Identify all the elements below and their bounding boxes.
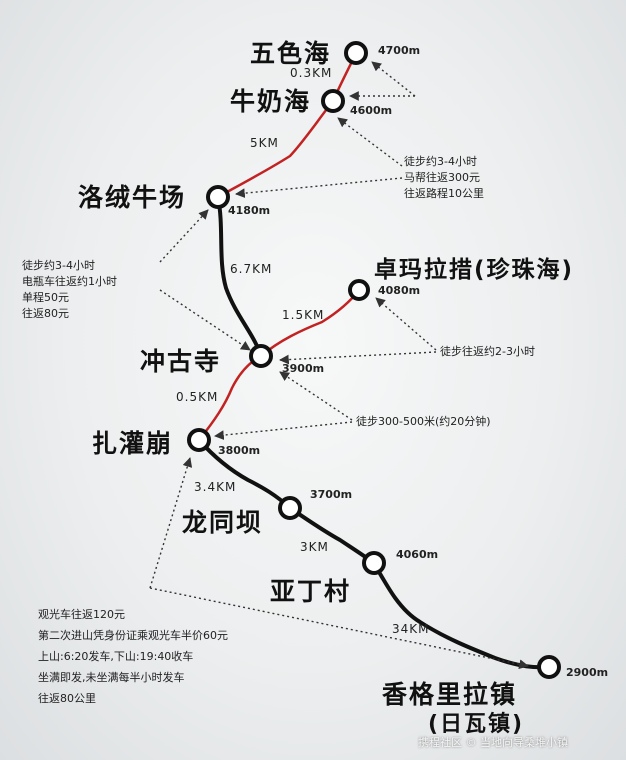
note-line: 单程50元 [22, 291, 69, 304]
altitude-niunaihai: 4600m [350, 104, 393, 117]
node-luorong [206, 185, 230, 209]
node-wusehai [344, 41, 368, 65]
altitude-zhuoma: 4080m [378, 284, 421, 297]
altitude-longtong: 3700m [310, 488, 353, 501]
note-line: 往返路程10公里 [404, 187, 484, 200]
note-line: 徒步往返约2-3小时 [440, 345, 535, 358]
node-niunaihai [321, 89, 345, 113]
place-niunaihai: 牛奶海 [230, 87, 312, 116]
altitude-yading: 4060m [396, 548, 439, 561]
altitude-xianggelila: 2900m [566, 666, 609, 679]
node-zhuoma [348, 279, 370, 301]
altitude-chonggu: 3900m [282, 362, 325, 375]
altitude-wusehai: 4700m [378, 44, 421, 57]
distance-zhaguan-chonggu: 0.5KM [176, 390, 219, 404]
altitude-luorong: 4180m [228, 204, 271, 217]
note-line: 马帮往返300元 [404, 171, 480, 184]
note-battery-car: 徒步约3-4小时 电瓶车往返约1小时 单程50元 往返80元 [22, 258, 117, 322]
distance-chonggu-zhuoma: 1.5KM [282, 308, 325, 322]
node-longtong [278, 496, 302, 520]
annotation-arrows [149, 61, 529, 670]
note-luorong-trek: 徒步约3-4小时 马帮往返300元 往返路程10公里 [404, 154, 484, 202]
note-chonggu-trek: 徒步300-500米(约20分钟) [356, 414, 491, 430]
route-yading-xianggelila [372, 561, 551, 670]
distance-yading-xianggelila: 34KM [392, 622, 430, 636]
note-line: 徒步约3-4小时 [404, 155, 477, 168]
place-longtong: 龙同坝 [182, 508, 264, 537]
place-chonggu: 冲古寺 [140, 347, 222, 376]
distance-luorong-chonggu: 6.7KM [230, 262, 273, 276]
note-line: 第二次进山凭身份证乘观光车半价60元 [38, 629, 228, 642]
trail-chonggu-zhuoma [260, 289, 360, 357]
note-line: 徒步300-500米(约20分钟) [356, 415, 491, 428]
node-xianggelila [537, 655, 561, 679]
node-zhaguan [187, 428, 211, 452]
route-zhaguan-longtong [197, 438, 292, 510]
node-yading [362, 551, 386, 575]
route-luorong-chonggu [216, 195, 263, 358]
note-zhuoma-trek: 徒步往返约2-3小时 [440, 344, 535, 360]
place-riwa: (日瓦镇) [428, 712, 525, 737]
distance-niunaihai-luorong: 5KM [250, 136, 279, 150]
place-yading: 亚丁村 [270, 577, 352, 606]
trail-luorong-niunaihai [217, 100, 334, 199]
note-line: 往返80元 [22, 307, 69, 320]
note-line: 上山:6:20发车,下山:19:40收车 [38, 650, 194, 663]
note-line: 观光车往返120元 [38, 608, 125, 621]
route-longtong-yading [288, 506, 376, 565]
place-zhaguan: 扎灌崩 [92, 429, 174, 458]
altitude-zhaguan: 3800m [218, 444, 261, 457]
watermark: 携程社区 © 当地向导桑堆小镇 [418, 736, 568, 749]
note-line: 电瓶车往返约1小时 [22, 275, 117, 288]
place-zhuoma: 卓玛拉措(珍珠海) [374, 257, 575, 283]
distance-zhaguan-longtong: 3.4KM [194, 480, 237, 494]
distance-longtong-yading: 3KM [300, 540, 329, 554]
distance-wusehai-niunaihai: 0.3KM [290, 66, 333, 80]
node-chonggu [249, 344, 273, 368]
note-bus-info: 观光车往返120元 第二次进山凭身份证乘观光车半价60元 上山:6:20发车,下… [38, 604, 228, 709]
place-wusehai: 五色海 [250, 39, 332, 68]
note-line: 往返80公里 [38, 692, 96, 705]
note-line: 坐满即发,未坐满每半小时发车 [38, 671, 185, 684]
note-line: 徒步约3-4小时 [22, 259, 95, 272]
place-luorong: 洛绒牛场 [78, 183, 187, 212]
place-xianggelila: 香格里拉镇 [382, 680, 518, 709]
